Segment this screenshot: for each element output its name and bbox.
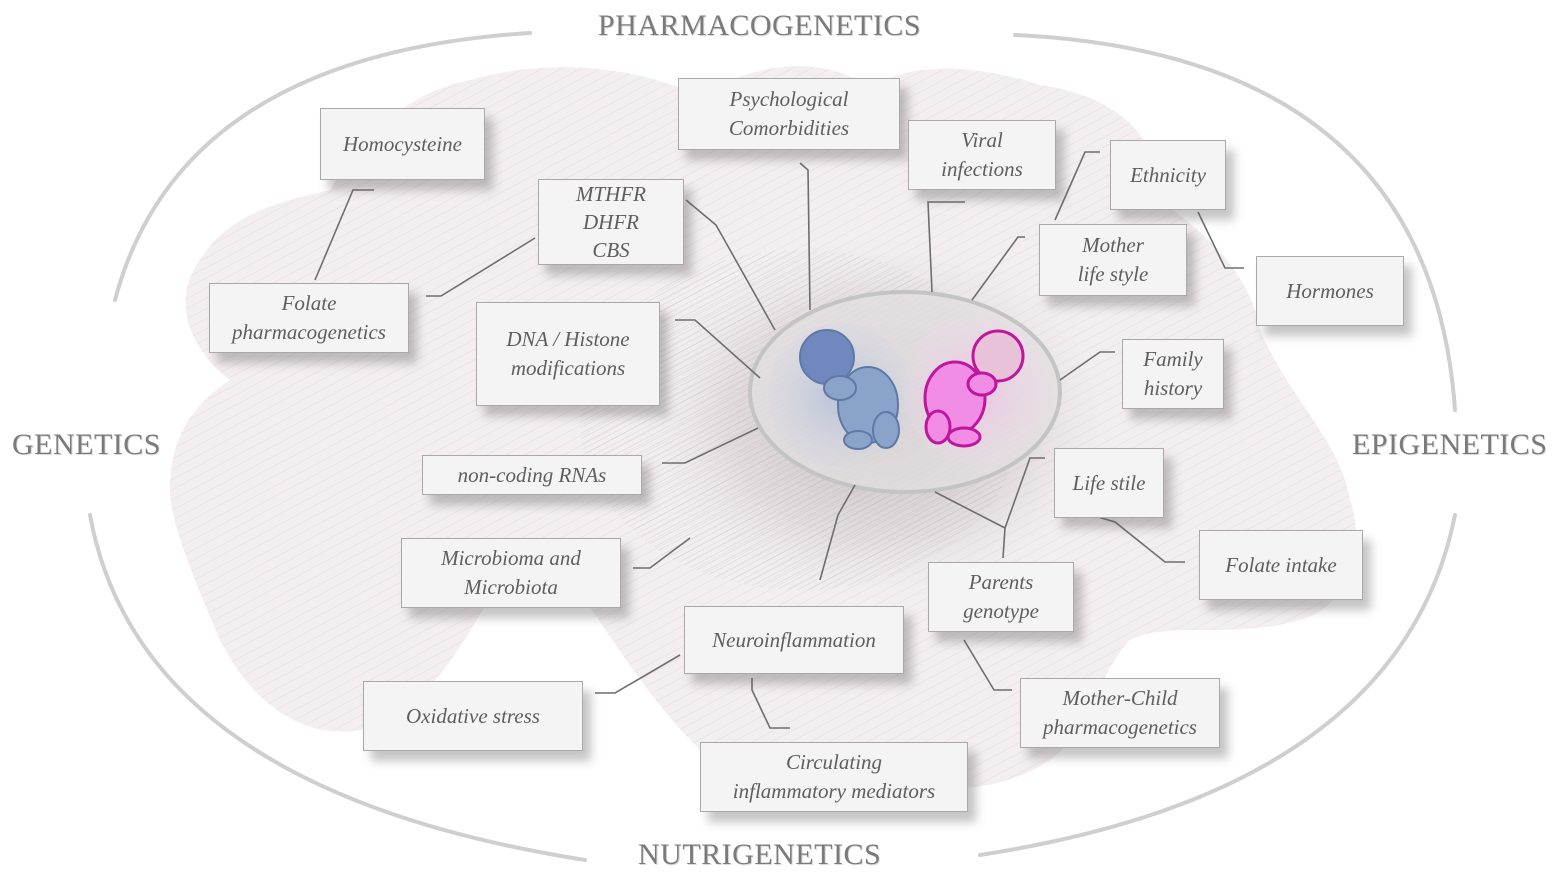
- box-mother-life-style: Mother life style: [1039, 224, 1187, 296]
- box-text: Life stile: [1072, 470, 1146, 495]
- connector-lines: [314, 151, 1244, 729]
- box-text: CBS: [592, 238, 630, 262]
- box-text: history: [1143, 376, 1203, 400]
- box-hormones: Hormones: [1256, 256, 1404, 326]
- box-psychological-comorbidities: Psychological Comorbidities: [678, 78, 900, 150]
- box-ethnicity: Ethnicity: [1110, 140, 1226, 210]
- box-text: Circulating: [785, 750, 883, 774]
- box-text: Comorbidities: [728, 116, 850, 140]
- central-ellipse: [748, 290, 1062, 494]
- box-viral-infections: Viral infections: [908, 120, 1056, 190]
- box-text: modifications: [510, 356, 626, 380]
- box-text: DHFR: [583, 210, 639, 234]
- box-oxidative-stress: Oxidative stress: [363, 681, 583, 751]
- label-nutrigenetics: NUTRIGENETICS: [638, 838, 882, 871]
- box-folate-intake: Folate intake: [1199, 530, 1363, 600]
- box-text: pharmacogenetics: [232, 320, 386, 344]
- box-text: Mother: [1082, 233, 1144, 257]
- box-family-history: Family history: [1122, 339, 1224, 409]
- baby-pink-icon: [923, 329, 1025, 448]
- box-text: Neuroinflammation: [712, 627, 876, 652]
- box-text: Homocysteine: [343, 131, 462, 156]
- box-text: Psychological: [729, 87, 849, 111]
- box-text: infections: [941, 157, 1023, 181]
- box-text: DNA / Histone: [506, 327, 630, 351]
- box-neuroinflammation: Neuroinflammation: [684, 606, 904, 674]
- box-mthfr-dhfr-cbs: MTHFR DHFR CBS: [538, 179, 684, 265]
- box-text: Folate intake: [1225, 552, 1337, 577]
- box-text: Family: [1143, 347, 1203, 371]
- box-life-stile: Life stile: [1054, 448, 1164, 518]
- box-text: Ethnicity: [1130, 162, 1206, 187]
- box-text: life style: [1077, 262, 1149, 286]
- box-text: genotype: [963, 599, 1039, 623]
- box-text: Microbioma and: [441, 546, 581, 570]
- outer-ring: [88, 31, 1457, 862]
- box-text: Viral: [961, 128, 1003, 152]
- box-text: Folate: [281, 291, 337, 315]
- box-text: inflammatory mediators: [732, 779, 936, 803]
- box-text: Mother-Child: [1062, 686, 1178, 710]
- box-microbioma-microbiota: Microbioma and Microbiota: [401, 538, 621, 608]
- label-pharmacogenetics: PHARMACOGENETICS: [598, 9, 922, 42]
- box-text: MTHFR: [576, 182, 646, 206]
- box-parents-genotype: Parents genotype: [928, 562, 1074, 632]
- label-epigenetics: EPIGENETICS: [1352, 428, 1548, 461]
- box-text: pharmacogenetics: [1043, 715, 1197, 739]
- box-circulating-inflammatory-mediators: Circulating inflammatory mediators: [700, 742, 968, 812]
- label-genetics: GENETICS: [12, 428, 161, 461]
- box-dna-histone: DNA / Histone modifications: [476, 302, 660, 406]
- box-text: Oxidative stress: [406, 703, 540, 728]
- box-homocysteine: Homocysteine: [320, 108, 485, 180]
- box-text: non-coding RNAs: [457, 462, 607, 487]
- baby-blue-icon: [799, 329, 900, 450]
- box-non-coding-rnas: non-coding RNAs: [422, 455, 642, 495]
- box-mother-child-pharmacogenetics: Mother-Child pharmacogenetics: [1020, 678, 1220, 748]
- box-folate-pharmacogenetics: Folate pharmacogenetics: [209, 283, 409, 353]
- box-text: Hormones: [1286, 278, 1374, 303]
- box-text: Parents: [968, 570, 1034, 594]
- box-text: Microbiota: [464, 575, 558, 599]
